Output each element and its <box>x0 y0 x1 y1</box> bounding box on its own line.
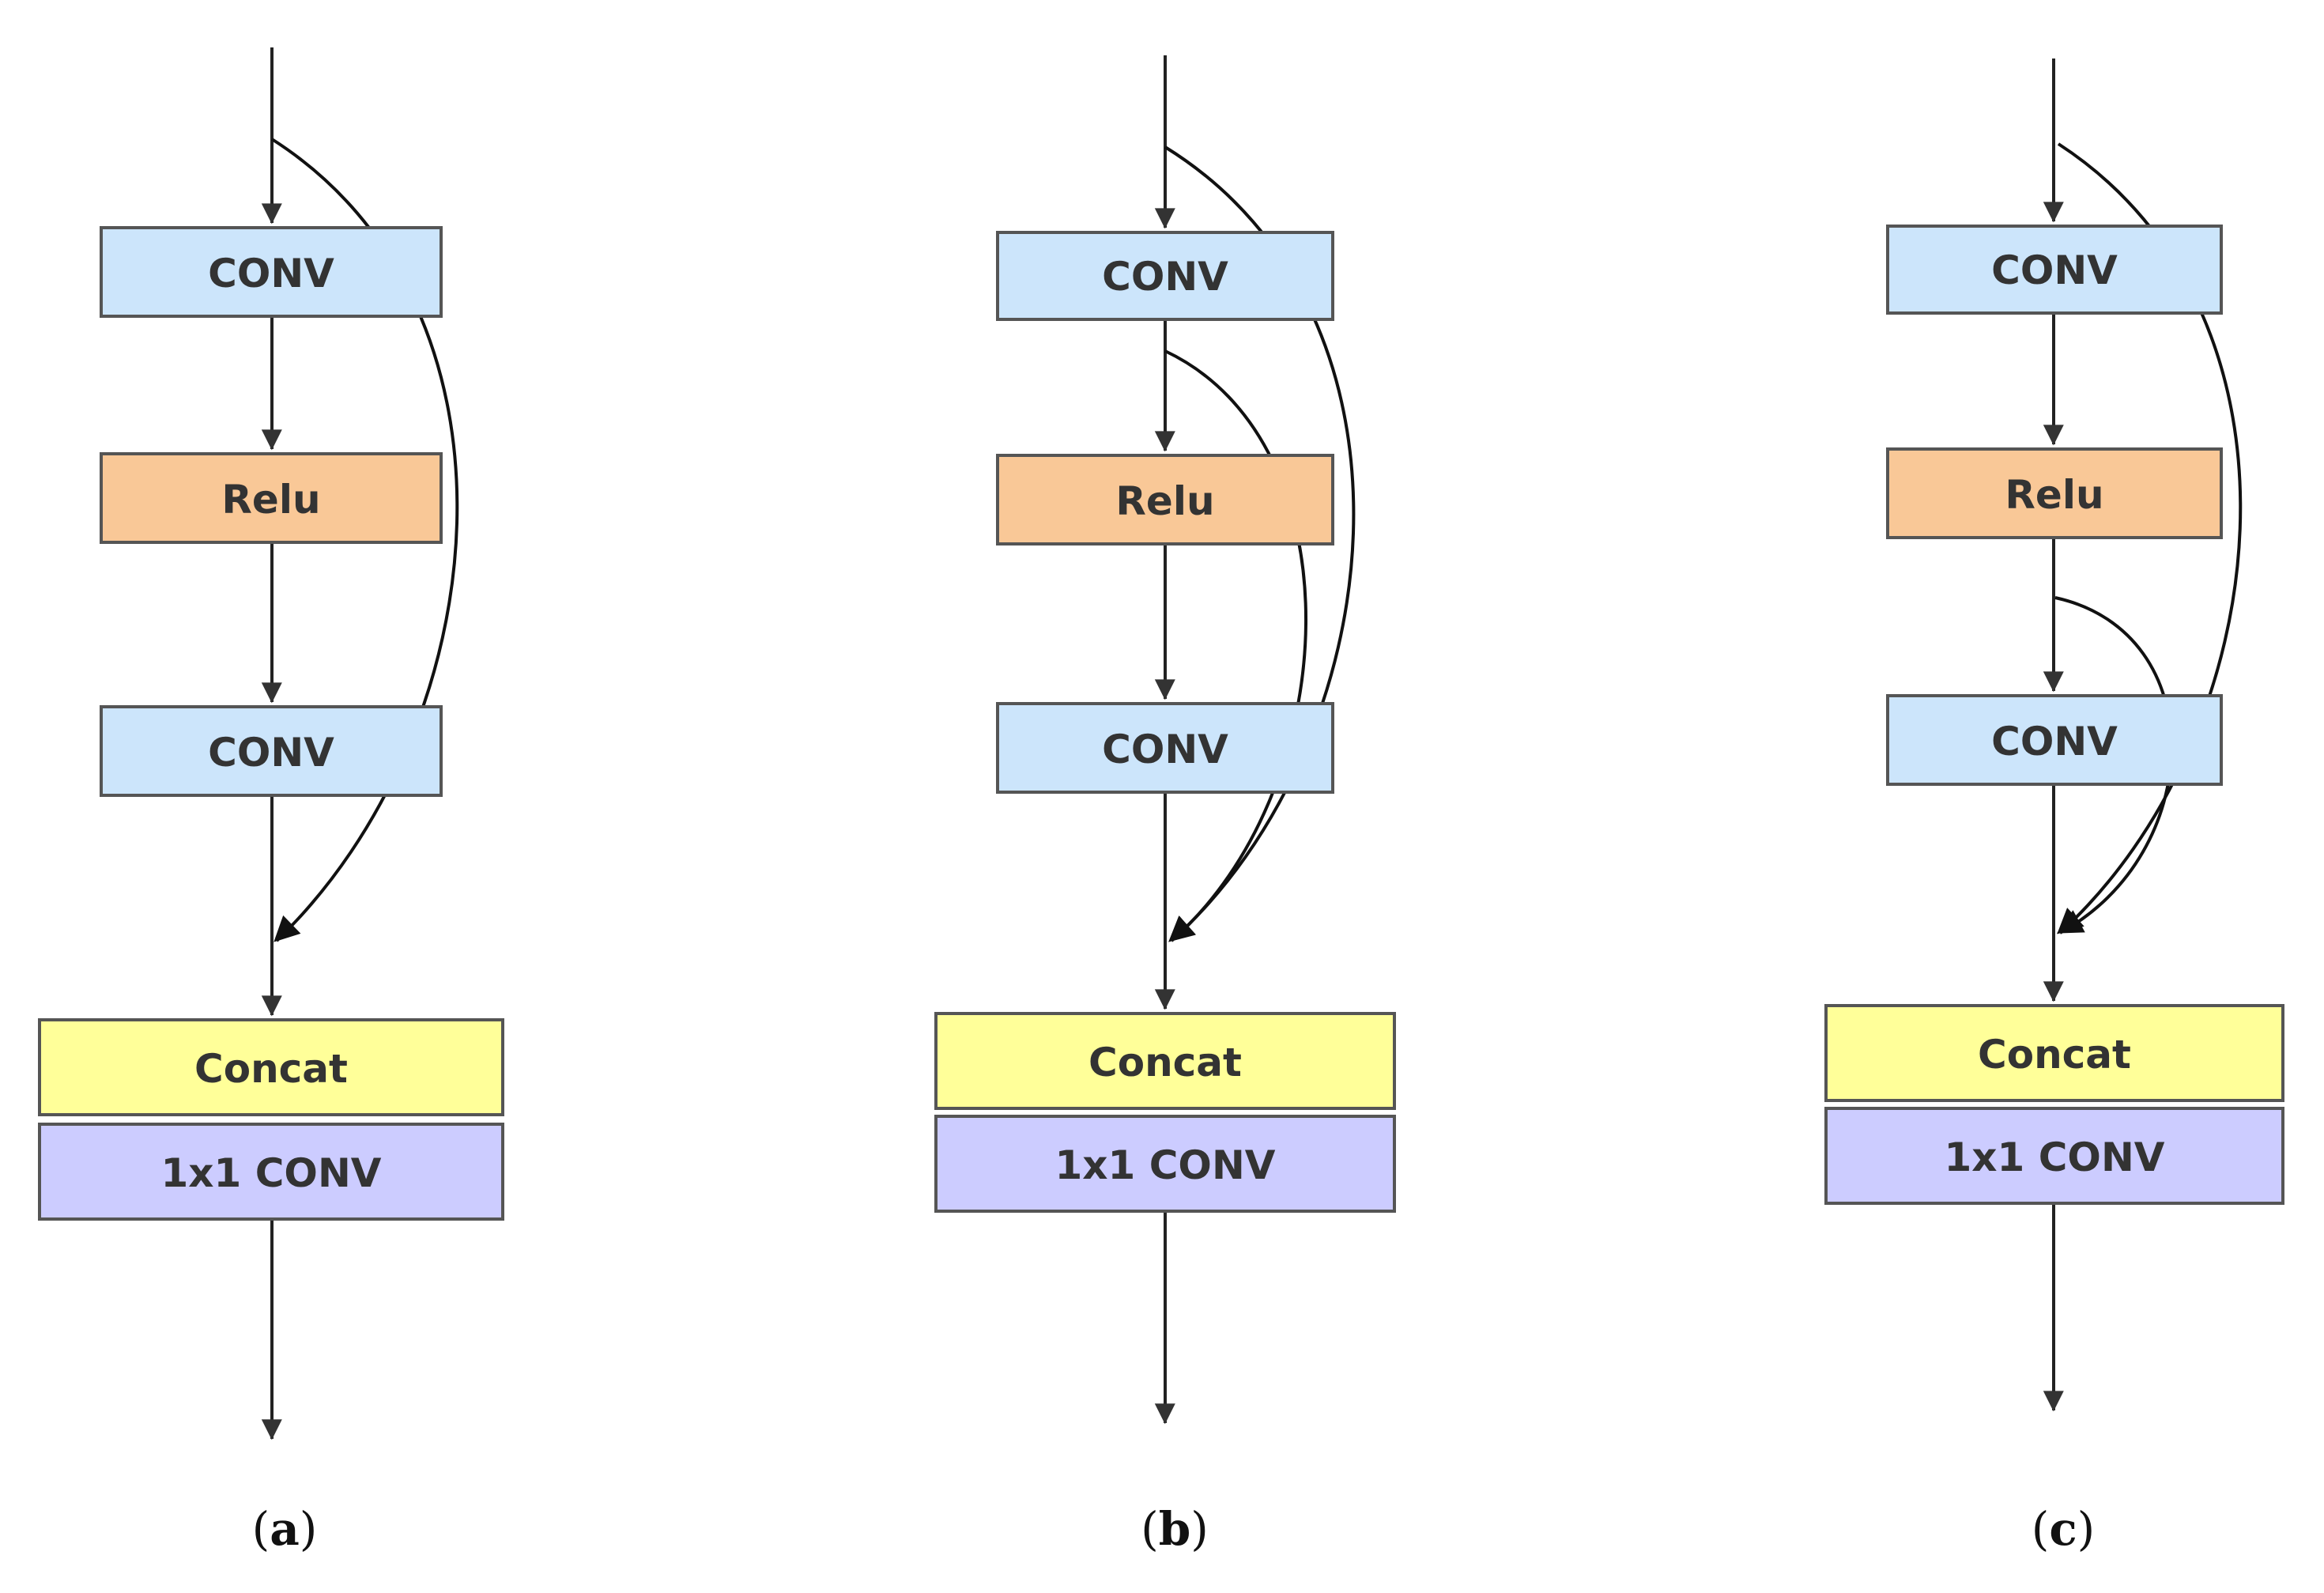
conv1x1-block-label: 1x1 CONV <box>161 1150 382 1196</box>
relu-block: Relu <box>1886 447 2223 539</box>
caption-open-paren: ( <box>1141 1502 1159 1556</box>
relu-block-box <box>1886 447 2223 539</box>
caption-letter: c <box>2049 1502 2077 1556</box>
relu-block-label: Relu <box>2005 472 2103 518</box>
conv-block: CONV <box>1886 694 2223 786</box>
caption-open-paren: ( <box>252 1502 270 1556</box>
conv1x1-block-label: 1x1 CONV <box>1945 1134 2165 1180</box>
conv1x1-block-label: 1x1 CONV <box>1055 1142 1276 1188</box>
caption-open-paren: ( <box>2032 1502 2050 1556</box>
conv-block: CONV <box>100 226 443 318</box>
concat-block: Concat <box>38 1018 504 1116</box>
relu-block-label: Relu <box>221 477 320 523</box>
conv1x1-block: 1x1 CONV <box>1824 1107 2284 1205</box>
caption-close-paren: ) <box>2077 1502 2096 1556</box>
conv-block-box <box>100 705 443 797</box>
conv1x1-block-box <box>934 1115 1396 1213</box>
panel-caption: (b) <box>1141 1502 1209 1556</box>
concat-block-label: Concat <box>1978 1032 2131 1078</box>
conv-block-label: CONV <box>1991 719 2118 764</box>
relu-block: Relu <box>100 452 443 544</box>
caption-letter: b <box>1159 1502 1191 1556</box>
concat-block: Concat <box>1824 1004 2284 1102</box>
conv-block: CONV <box>996 231 1334 321</box>
conv-block: CONV <box>1886 225 2223 315</box>
caption-close-paren: ) <box>1190 1502 1209 1556</box>
relu-block-box <box>100 452 443 544</box>
conv-block-label: CONV <box>208 730 334 776</box>
conv-block-box <box>1886 225 2223 315</box>
conv-block-label: CONV <box>1991 247 2118 293</box>
concat-block-label: Concat <box>194 1046 348 1092</box>
panel-a: CONV Relu CONV Concat 1x1 CONV (a) <box>38 47 504 1556</box>
concat-block-label: Concat <box>1088 1040 1242 1085</box>
conv1x1-block: 1x1 CONV <box>934 1115 1396 1213</box>
conv-block: CONV <box>100 705 443 797</box>
concat-block-box <box>38 1018 504 1116</box>
conv-block-box <box>100 226 443 318</box>
conv-block-box <box>996 702 1334 794</box>
conv1x1-block-box <box>38 1123 504 1221</box>
concat-block-box <box>934 1012 1396 1110</box>
caption-letter: a <box>270 1502 300 1556</box>
relu-block-box <box>996 454 1334 545</box>
caption-close-paren: ) <box>300 1502 318 1556</box>
conv-block: CONV <box>996 702 1334 794</box>
concat-block: Concat <box>934 1012 1396 1110</box>
panel-c: CONV Relu CONV Concat 1x1 CONV (c) <box>1824 59 2284 1556</box>
panel-caption: (c) <box>2032 1502 2096 1556</box>
conv-block-box <box>996 231 1334 321</box>
panel-caption: (a) <box>252 1502 318 1556</box>
relu-block-label: Relu <box>1115 478 1214 524</box>
conv-block-label: CONV <box>1102 254 1228 300</box>
conv-block-box <box>1886 694 2223 786</box>
conv1x1-block: 1x1 CONV <box>38 1123 504 1221</box>
relu-block: Relu <box>996 454 1334 545</box>
conv-block-label: CONV <box>208 251 334 296</box>
conv-block-label: CONV <box>1102 727 1228 772</box>
panel-b: CONV Relu CONV Concat 1x1 CONV (b) <box>934 55 1396 1556</box>
concat-block-box <box>1824 1004 2284 1102</box>
skip-connection-conv-to-concat <box>1164 349 1307 942</box>
conv1x1-block-box <box>1824 1107 2284 1205</box>
